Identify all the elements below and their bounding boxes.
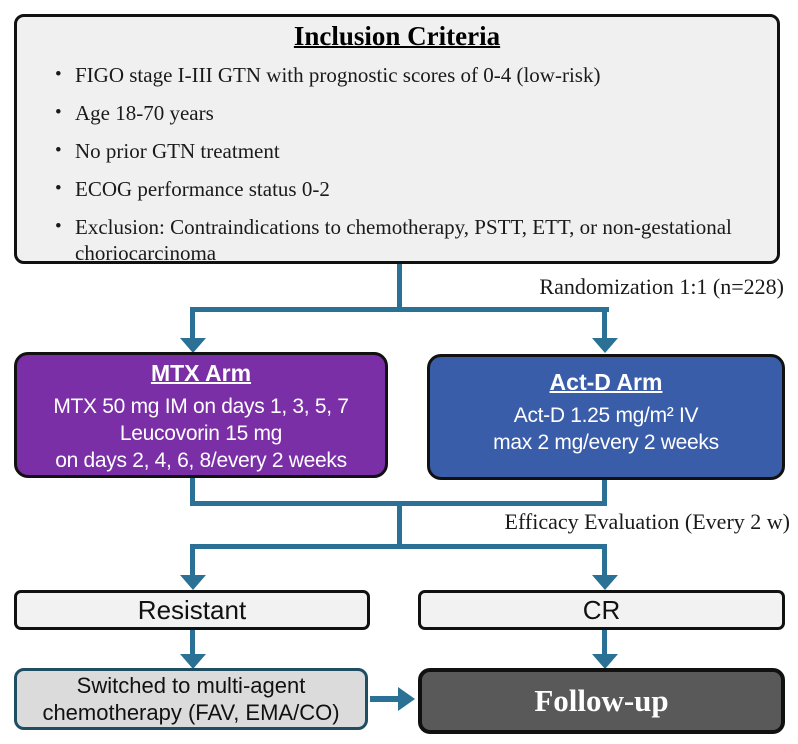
connector-efficacy-center <box>397 501 402 549</box>
inclusion-bullet: FIGO stage I-III GTN with prognostic sco… <box>53 62 759 88</box>
inclusion-bullet: ECOG performance status 0-2 <box>53 176 759 202</box>
switched-line: Switched to multi-agent <box>76 673 306 698</box>
inclusion-bullet: No prior GTN treatment <box>53 138 759 164</box>
connector-switched-to-followup <box>370 696 400 702</box>
connector-inclusion-down <box>397 264 402 312</box>
inclusion-criteria-box: Inclusion Criteria FIGO stage I-III GTN … <box>14 14 780 266</box>
followup-box: Follow-up <box>418 668 785 734</box>
actd-arm-box: Act-D Arm Act-D 1.25 mg/m² IV max 2 mg/e… <box>427 354 785 480</box>
inclusion-title: Inclusion Criteria <box>293 21 501 51</box>
connector-randomization-branch <box>190 307 609 312</box>
arrowhead-down-cr-icon <box>592 575 618 590</box>
connector-split-line <box>190 544 607 549</box>
resistant-box: Resistant <box>14 590 370 630</box>
followup-label: Follow-up <box>534 683 669 718</box>
connector-mtx-down <box>190 478 195 506</box>
cr-box: CR <box>418 590 785 630</box>
mtx-arm-line: on days 2, 4, 6, 8/every 2 weeks <box>55 449 347 472</box>
connector-to-cr <box>602 544 607 576</box>
arrowhead-right-followup-icon <box>398 687 415 711</box>
mtx-arm-title: MTX Arm <box>150 360 252 386</box>
connector-to-mtx <box>190 307 195 340</box>
switched-chemotherapy-box: Switched to multi-agent chemotherapy (FA… <box>14 668 368 730</box>
mtx-arm-line: Leucovorin 15 mg <box>119 422 283 445</box>
arrowhead-down-resistant-icon <box>180 575 206 590</box>
arrowhead-down-mtx-icon <box>180 338 206 353</box>
cr-label: CR <box>582 594 621 625</box>
resistant-label: Resistant <box>137 594 247 625</box>
mtx-arm-line: MTX 50 mg IM on days 1, 3, 5, 7 <box>53 395 349 418</box>
efficacy-evaluation-label: Efficacy Evaluation (Every 2 w) <box>504 509 790 534</box>
inclusion-bullet: Exclusion: Contraindications to chemothe… <box>53 214 759 266</box>
actd-arm-line: max 2 mg/every 2 weeks <box>493 431 719 454</box>
connector-actd-down <box>602 480 607 506</box>
mtx-arm-box: MTX Arm MTX 50 mg IM on days 1, 3, 5, 7 … <box>14 352 388 478</box>
actd-arm-title: Act-D Arm <box>549 369 663 395</box>
arrowhead-down-switched-icon <box>180 654 206 669</box>
connector-to-actd <box>602 307 607 340</box>
connector-resistant-down <box>190 630 195 656</box>
connector-to-resistant <box>190 544 195 576</box>
inclusion-bullet-list: FIGO stage I-III GTN with prognostic sco… <box>17 62 777 266</box>
arrowhead-down-followup-icon <box>592 654 618 669</box>
arrowhead-down-actd-icon <box>592 338 618 353</box>
connector-cr-down <box>602 630 607 656</box>
switched-line: chemotherapy (FAV, EMA/CO) <box>42 700 340 725</box>
inclusion-bullet: Age 18-70 years <box>53 100 759 126</box>
actd-arm-line: Act-D 1.25 mg/m² IV <box>513 404 699 427</box>
randomization-label: Randomization 1:1 (n=228) <box>539 274 784 299</box>
